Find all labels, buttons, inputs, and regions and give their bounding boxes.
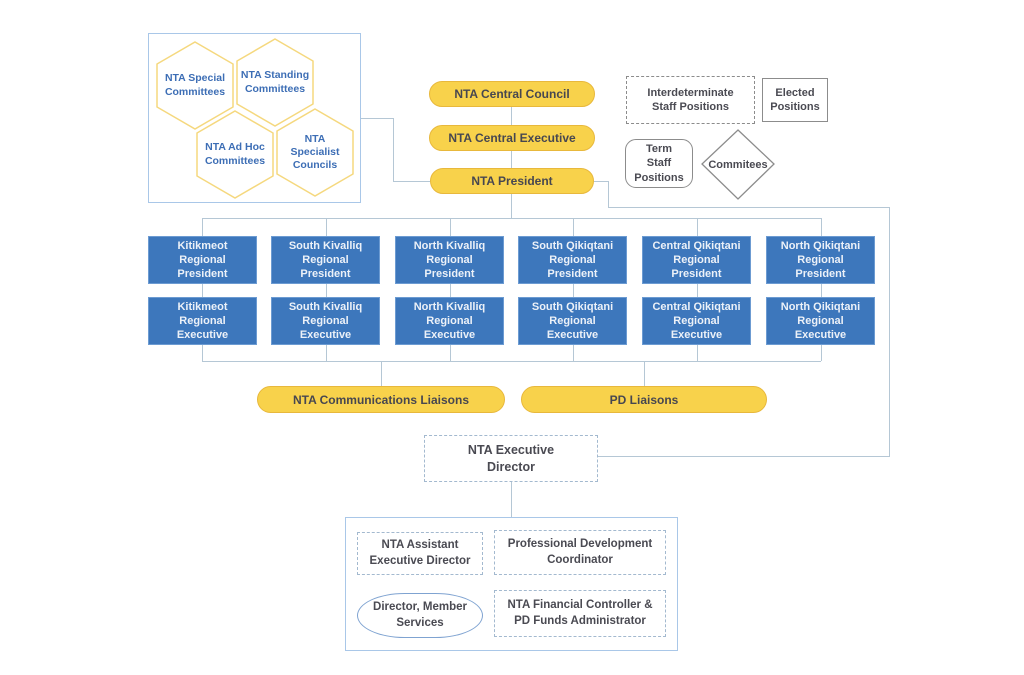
- hexagon-label: NTA Standing Committees: [240, 69, 310, 95]
- hexagon-icon: [156, 41, 234, 130]
- node-region-executive[interactable]: North Kivalliq Regional Executive: [395, 297, 504, 345]
- connector-line: [450, 345, 451, 361]
- node-financial-controller[interactable]: NTA Financial Controller & PD Funds Admi…: [494, 590, 666, 637]
- node-region-president[interactable]: South Kivalliq Regional President: [271, 236, 380, 284]
- connector-line: [889, 207, 890, 457]
- node-region-executive[interactable]: North Qikiqtani Regional Executive: [766, 297, 875, 345]
- node-central-executive[interactable]: NTA Central Executive: [429, 125, 595, 151]
- connector-line: [608, 207, 890, 208]
- connector-line: [202, 218, 821, 219]
- connector-line: [202, 361, 821, 362]
- connector-line: [381, 361, 382, 386]
- connector-line: [697, 218, 698, 236]
- connector-line: [326, 218, 327, 236]
- node-pd-coordinator[interactable]: Professional Development Coordinator: [494, 530, 666, 575]
- node-region-president[interactable]: Kitikmeot Regional President: [148, 236, 257, 284]
- hexagon-specialist-councils[interactable]: NTA Specialist Councils: [276, 108, 354, 197]
- connector-line: [697, 284, 698, 298]
- node-region-president[interactable]: Central Qikiqtani Regional President: [642, 236, 751, 284]
- connector-line: [202, 345, 203, 361]
- hexagon-special-committees[interactable]: NTA Special Committees: [156, 41, 234, 130]
- connector-line: [450, 284, 451, 298]
- node-region-executive[interactable]: Kitikmeot Regional Executive: [148, 297, 257, 345]
- hexagon-icon: [236, 38, 314, 127]
- node-assistant-executive-director[interactable]: NTA Assistant Executive Director: [357, 532, 483, 575]
- connector-line: [573, 284, 574, 298]
- hexagon-icon: [196, 110, 274, 199]
- legend-committees-diamond: Commitees: [701, 129, 775, 200]
- connector-line: [511, 151, 512, 168]
- connector-line: [697, 345, 698, 361]
- node-region-president[interactable]: South Qikiqtani Regional President: [518, 236, 627, 284]
- connector-line: [644, 361, 645, 386]
- connector-line: [511, 482, 512, 517]
- diamond-icon: [701, 129, 775, 200]
- connector-line: [573, 345, 574, 361]
- legend-term-staff: Term Staff Positions: [625, 139, 693, 188]
- hexagon-icon: [276, 108, 354, 197]
- connector-line: [511, 107, 512, 125]
- connector-line: [511, 194, 512, 218]
- connector-line: [821, 345, 822, 361]
- hexagon-standing-committees[interactable]: NTA Standing Committees: [236, 38, 314, 127]
- node-director-member-services[interactable]: Director, Member Services: [357, 593, 483, 638]
- node-president[interactable]: NTA President: [430, 168, 594, 194]
- node-pd-liaisons[interactable]: PD Liaisons: [521, 386, 767, 413]
- connector-line: [821, 284, 822, 298]
- node-central-council[interactable]: NTA Central Council: [429, 81, 595, 107]
- connector-line: [326, 284, 327, 298]
- connector-line: [594, 181, 608, 182]
- connector-line: [393, 118, 394, 181]
- connector-line: [821, 218, 822, 236]
- legend-elected-positions: Elected Positions: [762, 78, 828, 122]
- connector-line: [202, 284, 203, 298]
- connector-line: [598, 456, 890, 457]
- node-region-executive[interactable]: South Qikiqtani Regional Executive: [518, 297, 627, 345]
- node-region-president[interactable]: North Qikiqtani Regional President: [766, 236, 875, 284]
- node-region-executive[interactable]: Central Qikiqtani Regional Executive: [642, 297, 751, 345]
- connector-line: [393, 181, 430, 182]
- hexagon-label: NTA Ad Hoc Committees: [204, 141, 266, 167]
- connector-line: [573, 218, 574, 236]
- hexagon-label: NTA Specialist Councils: [290, 132, 340, 172]
- connector-line: [326, 345, 327, 361]
- node-executive-director[interactable]: NTA Executive Director: [424, 435, 598, 482]
- legend-indeterminate-staff: Interdeterminate Staff Positions: [626, 76, 755, 124]
- node-region-executive[interactable]: South Kivalliq Regional Executive: [271, 297, 380, 345]
- node-communications-liaisons[interactable]: NTA Communications Liaisons: [257, 386, 505, 413]
- connector-line: [361, 118, 393, 119]
- hexagon-label: NTA Special Committees: [164, 72, 226, 98]
- node-region-president[interactable]: North Kivalliq Regional President: [395, 236, 504, 284]
- connector-line: [608, 181, 609, 207]
- connector-line: [450, 218, 451, 236]
- hexagon-adhoc-committees[interactable]: NTA Ad Hoc Committees: [196, 110, 274, 199]
- legend-committees-label: Commitees: [708, 158, 768, 171]
- connector-line: [202, 218, 203, 236]
